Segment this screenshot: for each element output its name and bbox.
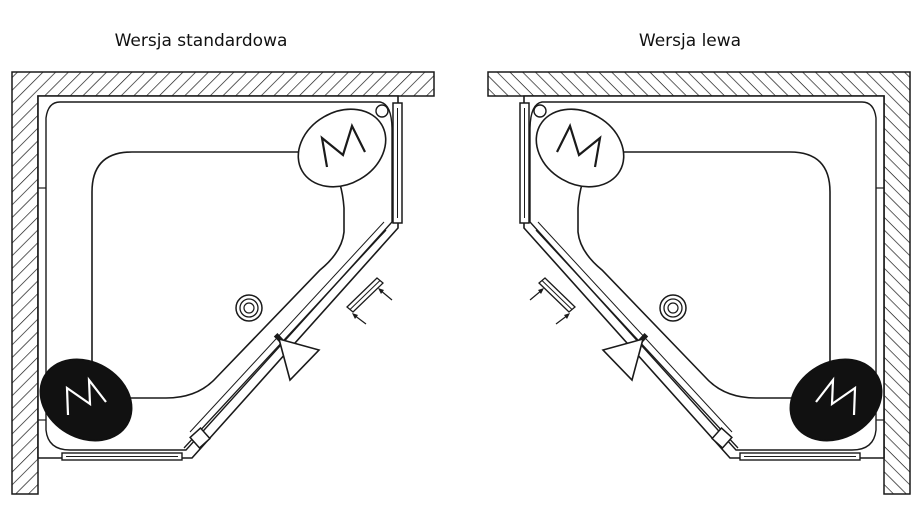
plan-standard-version: [10, 70, 436, 496]
caption-left-version: Wersja lewa: [638, 31, 742, 51]
plan-left-version: [486, 70, 912, 496]
caption-standard-version: Wersja standardowa: [114, 31, 288, 51]
